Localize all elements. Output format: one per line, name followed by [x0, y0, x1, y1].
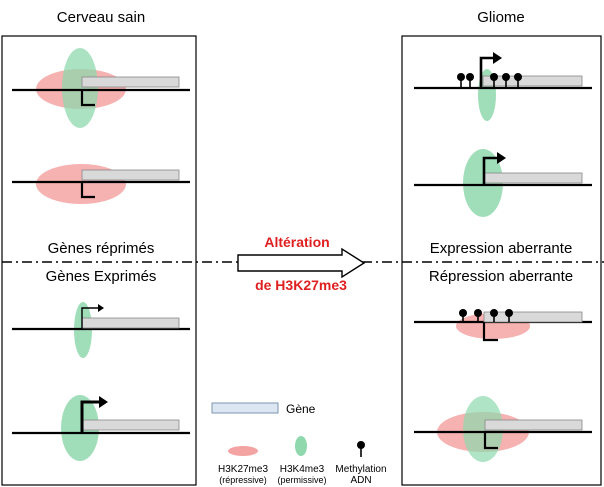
active-promoter-arrow-icon	[81, 307, 98, 329]
gene-box	[484, 419, 583, 431]
dna-methylation-marks	[457, 73, 522, 88]
active-promoter-arrow-icon	[80, 400, 100, 433]
repressed-promoter-icon	[80, 90, 95, 107]
alteration-label-line1: Altération	[264, 234, 329, 250]
gene-box	[81, 317, 180, 329]
legend-h3k4me3-swatch	[295, 436, 307, 456]
left-panel	[1, 35, 197, 486]
right-aberrant-repression-gene-2	[414, 396, 592, 462]
h3k4me3-mark	[463, 396, 503, 462]
left-section-expressed: Gènes Exprimés	[46, 268, 157, 285]
legend-methylation-dot	[357, 441, 365, 449]
gene-box	[81, 169, 180, 181]
gene-box	[483, 172, 583, 184]
legend: Gène H3K27me3 (répressive) H3K4me3 (perm…	[211, 402, 387, 486]
right-section-aberrant-expression: Expression aberrante	[430, 240, 573, 257]
h3k4me3-mark	[61, 395, 99, 461]
left-expressed-gene-1	[12, 302, 190, 358]
arrowhead	[493, 52, 502, 64]
repressed-promoter-icon	[482, 322, 498, 342]
legend-gene-swatch	[211, 402, 279, 414]
active-promoter-arrow-icon	[482, 156, 498, 185]
gene-box	[81, 419, 180, 431]
dna-methylation-marks	[459, 309, 513, 322]
legend-gene-label: Gène	[286, 402, 316, 416]
right-section-aberrant-repression: Répression aberrante	[429, 268, 573, 285]
gene-box	[483, 311, 583, 323]
h3k4me3-mark	[62, 48, 98, 128]
right-aberrant-repression-gene-1	[414, 309, 592, 342]
arrowhead	[497, 152, 506, 164]
legend-methylation-label: Methylation	[335, 464, 386, 475]
left-repressed-gene-1	[12, 48, 190, 128]
left-title: Cerveau sain	[57, 9, 145, 26]
alteration-label-line2: de H3K27me3	[255, 277, 347, 293]
right-aberrant-expression-gene-2	[414, 149, 592, 217]
gene-box	[81, 76, 180, 88]
legend-methylation-sub: ADN	[350, 475, 371, 486]
legend-h3k4me3-sub: (permissive)	[277, 475, 326, 485]
repressed-promoter-icon	[80, 182, 95, 199]
right-title: Gliome	[477, 9, 525, 26]
active-promoter-arrow-icon	[479, 56, 494, 88]
arrowhead	[99, 396, 108, 408]
right-panel	[401, 35, 602, 486]
arrowhead	[98, 304, 104, 312]
gene-box	[482, 75, 583, 87]
alteration-arrow-icon	[237, 247, 366, 279]
repressed-promoter-icon	[483, 432, 498, 450]
legend-h3k4me3-label: H3K4me3	[280, 464, 325, 475]
legend-h3k27me3-sub: (répressive)	[219, 475, 267, 485]
legend-h3k27me3-label: H3K27me3	[218, 464, 268, 475]
left-repressed-gene-2	[12, 164, 190, 204]
left-section-repressed: Gènes réprimés	[48, 240, 155, 257]
left-expressed-gene-2	[12, 395, 190, 461]
right-aberrant-expression-gene-1	[414, 52, 592, 121]
legend-h3k27me3-swatch	[228, 446, 258, 456]
